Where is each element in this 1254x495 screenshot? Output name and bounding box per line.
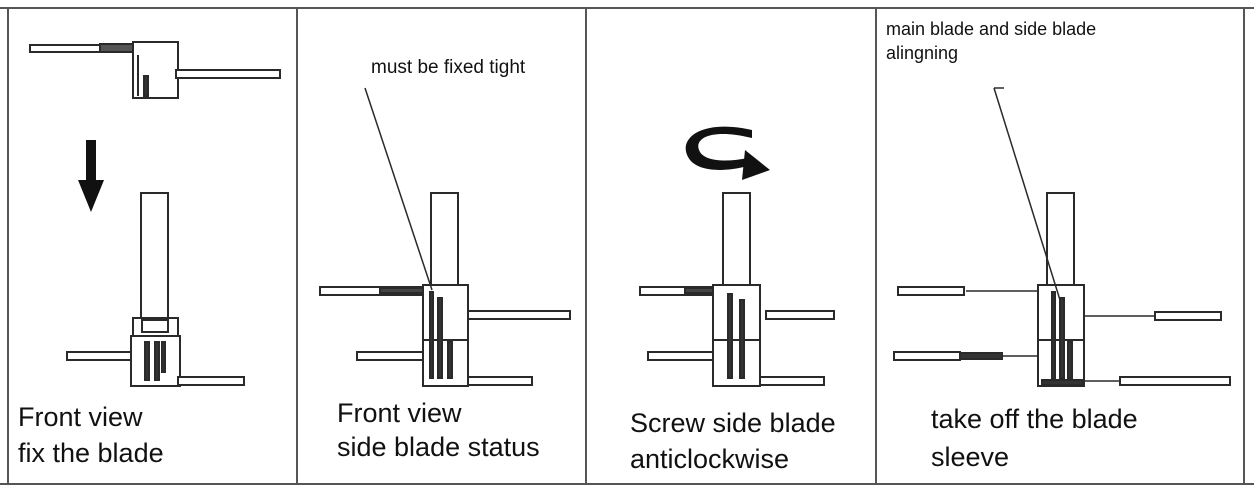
panel-4-annotation-line1: main blade and side blade: [886, 19, 1097, 39]
panel-2-annotation: must be fixed tight: [371, 57, 526, 78]
panel-2-drawing: [319, 87, 571, 387]
annotation-leader-line-2: [364, 87, 433, 291]
panel-2-caption-line2: side blade status: [337, 432, 540, 462]
panel-3-caption-line2: anticlockwise: [630, 444, 790, 474]
panel-3-caption-line1: Screw side blade: [630, 408, 836, 438]
blade-assembly-front: [66, 192, 245, 387]
panel-4-caption-line2: sleeve: [931, 442, 1010, 472]
down-arrow-icon: [78, 140, 104, 212]
panel-4-annotation-line2: alingning: [886, 43, 959, 63]
panel-3-drawing: [639, 126, 835, 387]
panel-4-drawing: [893, 87, 1231, 387]
panel-1-drawing: [29, 41, 281, 387]
blade-top-part: [29, 41, 281, 99]
panel-1-caption-line1: Front view: [18, 402, 143, 432]
panel-4-caption-line1: take off the blade: [931, 404, 1138, 434]
panel-1-caption-line2: fix the blade: [18, 438, 164, 468]
annotation-leader-line-4: [993, 87, 1061, 301]
rotate-arrow-icon: [685, 126, 770, 180]
panel-2-caption-line1: Front view: [337, 398, 462, 428]
panel-frame: [0, 7, 1254, 485]
